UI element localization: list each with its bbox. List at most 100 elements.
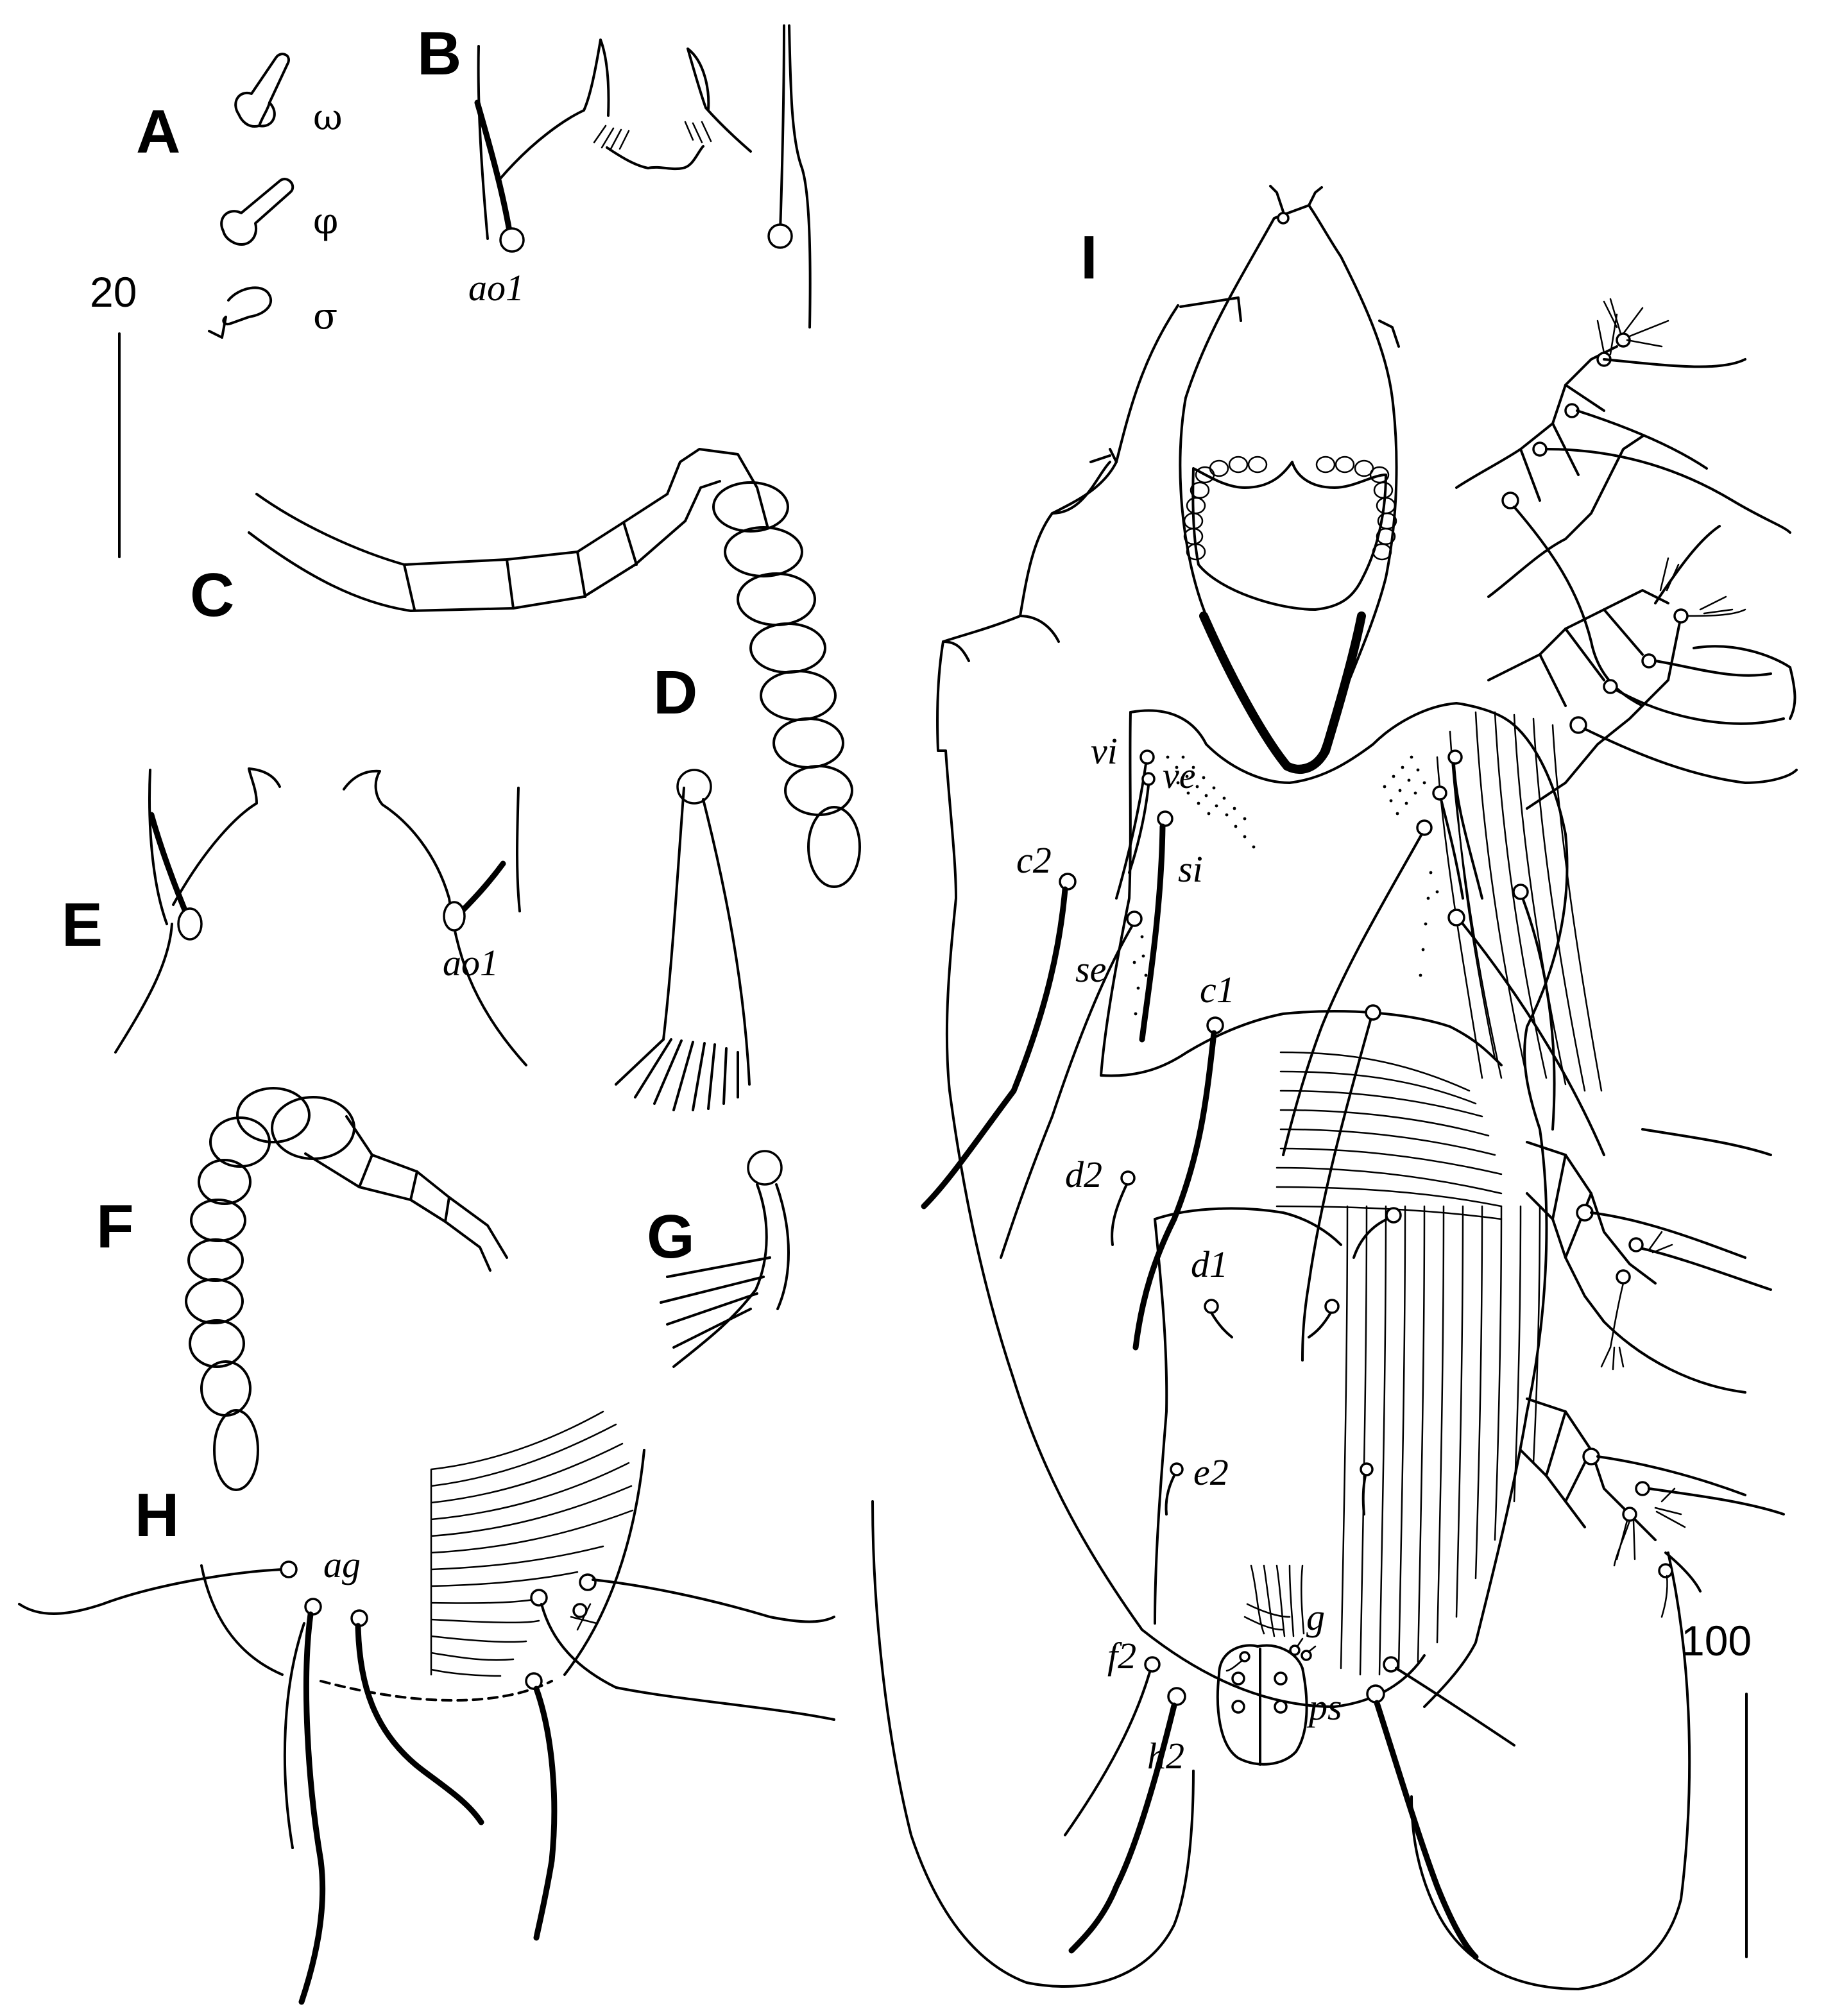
striae-h	[430, 1410, 634, 1677]
seta-e2-left	[1165, 1474, 1175, 1516]
label-d1: d1	[1191, 1243, 1228, 1285]
shield-posterior	[1100, 711, 1503, 1077]
leg-iv	[1519, 1397, 1785, 1593]
panel-label-h: H	[135, 1481, 179, 1550]
socket-g-left	[1239, 1651, 1250, 1662]
scale-label-20: 20	[90, 268, 137, 316]
socket-e2-right	[1360, 1462, 1374, 1476]
label-se: se	[1075, 948, 1106, 990]
label-ps: ps	[1306, 1686, 1342, 1728]
socket-g-right	[1301, 1650, 1312, 1661]
label-ao1-b: ao1	[468, 267, 524, 309]
anal-valves	[1216, 1644, 1308, 1766]
seta-c2	[921, 886, 1068, 1209]
opisthosoma-outline-right	[1410, 1551, 1691, 1990]
seta-c1	[1132, 1030, 1217, 1351]
seta-ve	[1128, 784, 1150, 874]
socket-ve	[1141, 772, 1156, 786]
socket-ao1-right	[767, 223, 793, 249]
panel-label-d: D	[653, 658, 697, 727]
scale-label-100: 100	[1681, 1617, 1752, 1664]
socket-ag	[280, 1560, 298, 1578]
seta-d2	[1111, 1183, 1128, 1246]
socket-vi	[1139, 749, 1155, 765]
palp-base	[1179, 296, 1400, 348]
shield-anterior	[1129, 702, 1506, 784]
panel-f-leg: F	[96, 1087, 508, 1491]
panel-label-a: A	[136, 98, 180, 166]
label-ao1-e: ao1	[443, 942, 499, 984]
body-outline-left	[935, 304, 1179, 1631]
panel-c-leg: C	[190, 448, 861, 888]
phi-label: φ	[313, 201, 338, 243]
socket-si	[1157, 810, 1173, 827]
seta-d1-left	[1210, 1311, 1233, 1338]
seta-d-pectines	[615, 1038, 739, 1111]
label-ve: ve	[1163, 755, 1196, 796]
sigma-solenidion	[208, 286, 272, 339]
seta-ag-long	[18, 1568, 284, 1615]
shield-puncta	[1132, 755, 1439, 1016]
opisthosoma-outline-left	[871, 1500, 1195, 1988]
panel-d-seta: D	[615, 658, 751, 1111]
seta-d-left-edge	[662, 787, 685, 1041]
label-c1: c1	[1200, 969, 1235, 1011]
panel-label-b: B	[417, 19, 461, 88]
socket-ao1-e-left	[177, 907, 203, 941]
seta-d-right-edge	[702, 798, 751, 1086]
right-chelicera	[687, 47, 752, 153]
left-margin-line	[477, 45, 489, 240]
panel-i-habitus: I	[871, 185, 1798, 1990]
seta-f2	[1064, 1671, 1151, 1836]
socket-d2	[1120, 1170, 1136, 1186]
panel-e-gnathosoma: E ao1	[62, 767, 527, 1066]
subcapitular-edge	[606, 145, 704, 171]
chelicera-right-teeth	[1315, 456, 1397, 561]
socket-d1-right	[1324, 1299, 1340, 1314]
sigma-label: σ	[313, 296, 337, 337]
seta-se	[1000, 925, 1133, 1259]
socket-f2	[1144, 1656, 1161, 1673]
left-chelicera	[499, 38, 610, 180]
striae-hysterosoma-transverse	[1276, 1051, 1503, 1220]
label-vi: vi	[1091, 730, 1118, 772]
seta-h2-right	[1374, 1700, 1479, 1960]
label-ag: ag	[323, 1544, 361, 1585]
label-h2: h2	[1147, 1735, 1184, 1777]
socket-d1-left	[1204, 1299, 1219, 1314]
seta-ao1-right	[779, 24, 785, 232]
socket-c2	[1059, 873, 1077, 891]
leg-iii	[1526, 1128, 1772, 1394]
socket-se	[1126, 910, 1143, 927]
tarsus-segments-f	[185, 1087, 355, 1491]
omega-solenidion	[234, 53, 290, 128]
label-si: si	[1178, 848, 1203, 890]
teeth-right	[684, 121, 712, 144]
leg-ii	[1487, 525, 1798, 810]
socket-d	[676, 769, 712, 805]
seta-d1-right	[1308, 1311, 1332, 1338]
anogenital-i: g ps	[1216, 1564, 1342, 1766]
label-g: g	[1306, 1596, 1325, 1638]
seta-h2-left	[1068, 1702, 1177, 1954]
socket-g	[747, 1150, 783, 1186]
body-outline-right	[1423, 717, 1569, 1708]
panel-label-g: G	[647, 1202, 695, 1271]
socket-h2-right	[1366, 1684, 1385, 1704]
socket-ao1-left	[499, 227, 525, 253]
panel-g-seta: G	[647, 1150, 790, 1368]
coxal-lobes	[942, 448, 1118, 662]
panel-label-i: I	[1080, 223, 1098, 292]
hysterosomal-plate	[1154, 1207, 1342, 1625]
tarsus-segments	[712, 481, 861, 888]
leg-i	[1455, 298, 1791, 707]
label-f2: f2	[1107, 1635, 1136, 1677]
label-d2: d2	[1065, 1154, 1102, 1195]
gnathosoma-i	[1179, 185, 1398, 774]
chelicera-left-teeth	[1183, 456, 1268, 561]
seta-ao1-left	[474, 99, 514, 242]
panel-b-gnathosoma: B ao1	[417, 19, 812, 329]
label-c2: c2	[1016, 839, 1052, 881]
seta-si	[1139, 823, 1166, 1043]
